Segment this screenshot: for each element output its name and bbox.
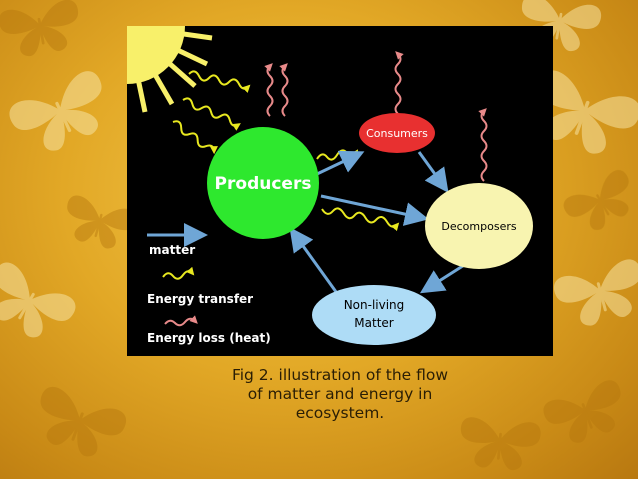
legend-matter-label: matter (149, 243, 195, 257)
caption-line-1: Fig 2. illustration of the flow (231, 366, 449, 384)
consumers-node: Consumers (359, 113, 435, 153)
legend-energy-loss-label: Energy loss (heat) (147, 331, 271, 345)
ecosystem-diagram: Producers Consumers Decomposers Non-livi… (69, 0, 533, 345)
nonliving-matter-node: Non-living Matter (312, 285, 436, 345)
sunlight-energy-arrows (172, 70, 251, 155)
sun-icon (69, 0, 213, 113)
legend-energy-transfer-arrow (162, 266, 195, 280)
nonliving-label-line1: Non-living (344, 298, 405, 312)
producers-label: Producers (215, 174, 312, 194)
caption-line-2: of matter and energy in (247, 385, 433, 403)
legend-energy-loss-arrow (164, 315, 198, 327)
nonliving-label-line2: Matter (354, 316, 394, 330)
energy-transfer-arrows (316, 149, 400, 232)
legend: matter Energy transfer Energy loss (heat… (147, 223, 271, 345)
legend-energy-transfer-label: Energy transfer (147, 292, 253, 306)
consumers-label: Consumers (366, 127, 428, 140)
decomposers-node: Decomposers (425, 183, 533, 269)
matter-flow-arrows (289, 150, 470, 297)
heat-loss-arrows (264, 51, 488, 182)
diagram-panel: Producers Consumers Decomposers Non-livi… (69, 0, 553, 356)
producers-node: Producers (207, 127, 319, 239)
caption-line-3: ecosystem. (295, 404, 385, 422)
decomposers-label: Decomposers (441, 220, 516, 233)
figure-caption: Fig 2. illustration of the flow of matte… (190, 366, 490, 423)
